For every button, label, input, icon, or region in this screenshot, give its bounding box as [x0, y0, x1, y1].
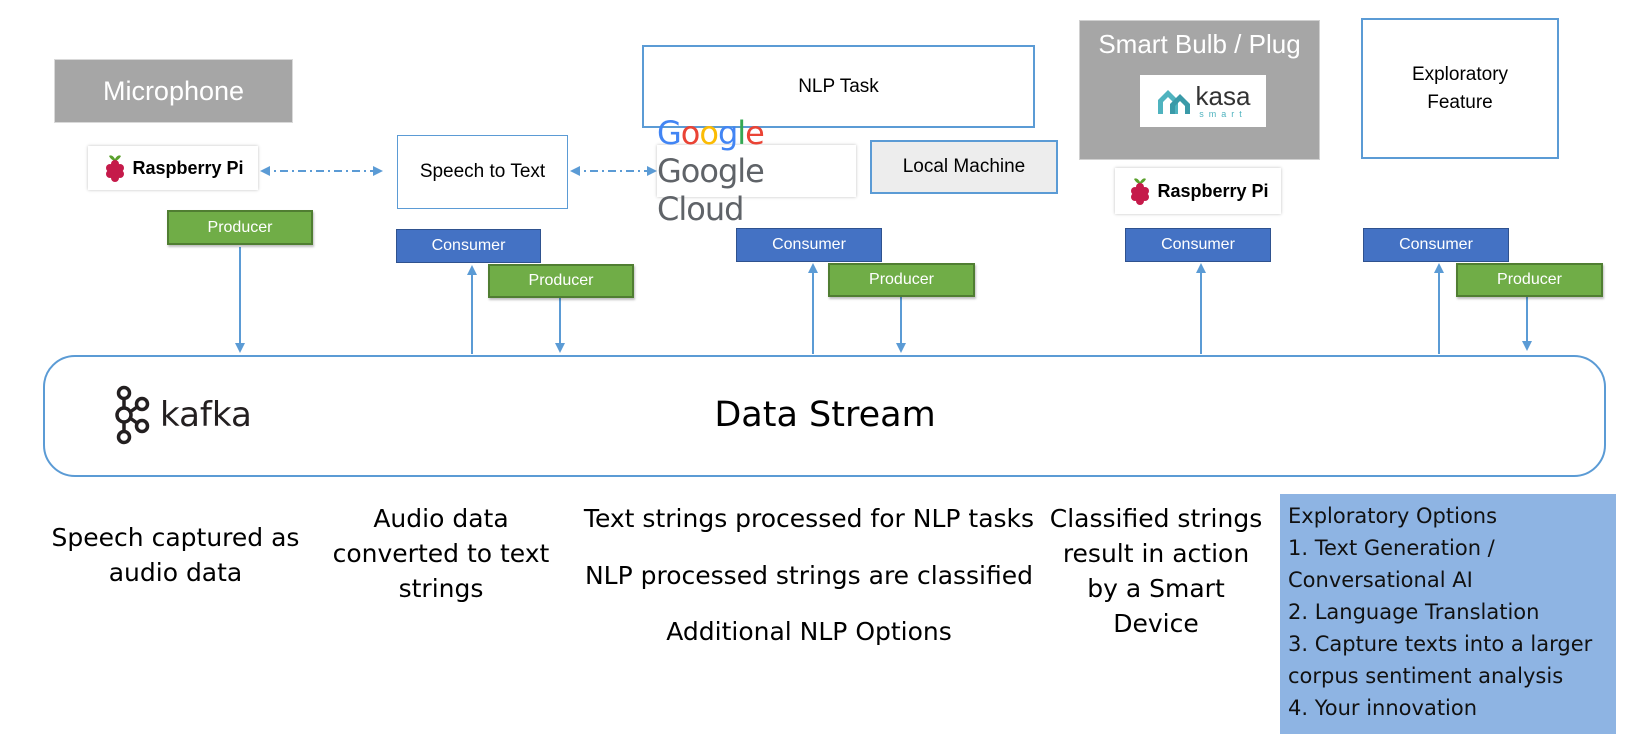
kasa-house-icon: [1157, 90, 1190, 114]
producer-4: Producer: [1456, 263, 1603, 297]
exploratory-option-item: 1. Text Generation / Conversational AI: [1288, 536, 1495, 592]
consumer-label: Consumer: [1399, 236, 1473, 253]
kafka-logo: kafka: [112, 385, 252, 445]
raspberry-icon: [1131, 178, 1150, 205]
producer-label: Producer: [528, 272, 594, 289]
exploratory-feature-label: Exploratory Feature: [1411, 63, 1509, 113]
nlp-task-box: NLP Task: [642, 45, 1035, 128]
google-cloud-wordmark: Google Google Cloud: [657, 114, 765, 228]
exploratory-options-panel: Exploratory Options 1. Text Generation /…: [1280, 494, 1616, 734]
kasa-brand-sub: smart: [1199, 109, 1247, 119]
consumer-label: Consumer: [772, 236, 846, 253]
data-stream-label: Data Stream: [714, 395, 936, 435]
local-machine-box: Local Machine: [870, 140, 1058, 194]
smart-bulb-label: Smart Bulb / Plug: [1098, 29, 1301, 59]
producer-label: Producer: [207, 218, 273, 236]
desc-nlp-line-3: Additional NLP Options: [666, 617, 952, 646]
exploratory-option-item: 2. Language Translation: [1288, 600, 1540, 624]
consumer-4: Consumer: [1363, 228, 1509, 262]
desc-classified: Classified strings result in action by a…: [1049, 504, 1263, 638]
smart-bulb-box: Smart Bulb / Plug kasa smart: [1079, 20, 1320, 160]
desc-nlp-line-2: NLP processed strings are classified: [584, 561, 1034, 590]
raspberry-pi-label-1: Raspberry Pi: [132, 157, 244, 178]
local-machine-label: Local Machine: [902, 156, 1026, 177]
raspberry-pi-logo-1: Raspberry Pi: [88, 146, 258, 190]
producer-3: Producer: [828, 263, 975, 297]
data-stream-bar: [43, 355, 1606, 477]
desc-nlp-line-1: Text strings processed for NLP tasks: [583, 504, 1035, 533]
exploratory-feature-box: Exploratory Feature: [1361, 18, 1559, 159]
microphone-box: Microphone: [54, 59, 293, 123]
nlp-task-label: NLP Task: [798, 75, 879, 97]
producer-1: Producer: [167, 210, 313, 245]
desc-audio-converted: Audio data converted to text strings: [332, 504, 550, 603]
desc-speech-captured: Speech captured as audio data: [51, 523, 300, 587]
consumer-label: Consumer: [431, 237, 506, 254]
kasa-brand: kasa: [1195, 81, 1251, 111]
raspberry-pi-label-2: Raspberry Pi: [1157, 180, 1269, 201]
google-cloud-label: Google Cloud: [657, 152, 765, 228]
producer-2: Producer: [488, 264, 634, 298]
consumer-1: Consumer: [396, 229, 541, 263]
kasa-logo: kasa smart: [1140, 75, 1266, 127]
consumer-label: Consumer: [1161, 236, 1235, 253]
google-cloud-logo: Google Google Cloud: [657, 114, 856, 228]
speech-to-text-label: Speech to Text: [419, 161, 546, 182]
speech-to-text-box: Speech to Text: [397, 135, 568, 209]
kafka-label: kafka: [160, 395, 252, 435]
consumer-2: Consumer: [736, 228, 882, 262]
microphone-label: Microphone: [102, 75, 245, 106]
producer-label: Producer: [1497, 271, 1562, 288]
raspberry-pi-logo-2: Raspberry Pi: [1115, 168, 1281, 214]
exploratory-option-item: 4. Your innovation: [1288, 696, 1478, 720]
exploratory-options-title: Exploratory Options: [1288, 504, 1498, 528]
raspberry-icon: [106, 155, 125, 182]
exploratory-option-item: 3. Capture texts into a larger corpus se…: [1288, 632, 1593, 688]
producer-label: Producer: [869, 271, 934, 288]
kafka-icon: [115, 385, 150, 445]
consumer-3: Consumer: [1125, 228, 1271, 262]
